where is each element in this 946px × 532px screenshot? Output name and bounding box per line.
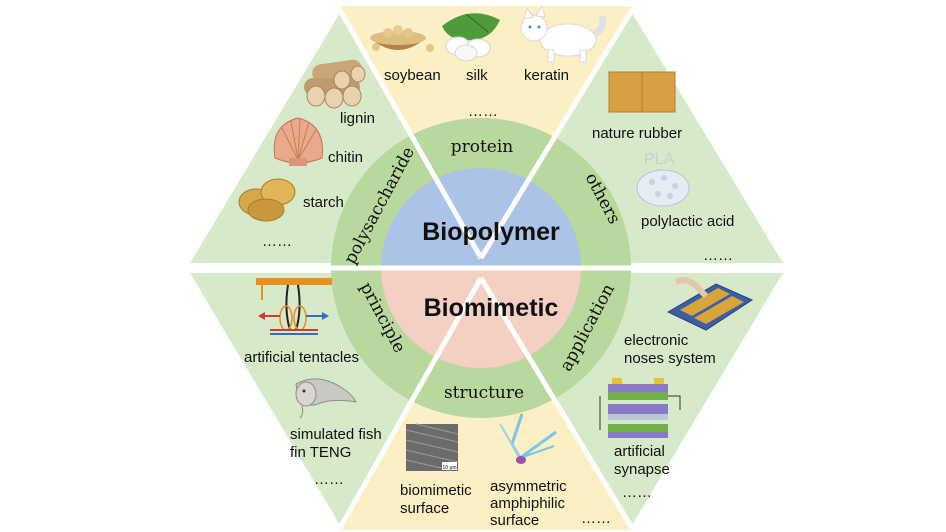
protein-more: …… xyxy=(468,103,498,120)
others-more: …… xyxy=(703,247,733,264)
scale-bar-label: 10 μm xyxy=(443,465,457,471)
ring-label-protein: protein xyxy=(451,137,514,157)
label-silk: silk xyxy=(466,67,488,84)
electronic-nose-icon xyxy=(666,277,754,331)
biomimetic-center xyxy=(381,268,581,368)
pla-pellets-icon xyxy=(636,169,690,207)
ring-label-structure: structure xyxy=(444,383,524,403)
biomimetic-title: Biomimetic xyxy=(424,294,559,322)
label-noses-line2: noses system xyxy=(624,350,716,367)
label-polylactic-acid: polylactic acid xyxy=(641,213,734,230)
label-biomimetic-line2: surface xyxy=(400,500,449,517)
label-biomimetic-line1: biomimetic xyxy=(400,482,472,499)
scallop-shell-icon xyxy=(273,117,323,166)
amphiphilic-surface-icon xyxy=(499,413,557,464)
structure-more: …… xyxy=(581,510,611,527)
dividers xyxy=(186,8,786,530)
silk-cocoon-icon xyxy=(442,13,500,62)
pla-text-label: PLA xyxy=(644,151,675,168)
label-noses-line1: electronic xyxy=(624,332,689,349)
label-chitin: chitin xyxy=(328,149,363,166)
soybean-bowl-icon xyxy=(370,25,434,52)
tentacle-device-icon xyxy=(256,278,332,335)
label-artificial-tentacles: artificial tentacles xyxy=(244,349,359,366)
label-fish-line2: fin TENG xyxy=(290,444,351,461)
label-starch: starch xyxy=(303,194,344,211)
application-more: …… xyxy=(622,484,652,501)
label-asym-line3: surface xyxy=(490,512,539,529)
polysaccharide-more: …… xyxy=(262,233,292,250)
label-fish-line1: simulated fish xyxy=(290,426,382,443)
label-lignin: lignin xyxy=(340,110,375,127)
fish-fin-icon xyxy=(295,378,357,419)
label-synapse-line1: artificial xyxy=(614,443,665,460)
label-synapse-line2: synapse xyxy=(614,461,670,478)
principle-more: …… xyxy=(314,471,344,488)
synapse-stack-icon xyxy=(599,378,681,438)
wood-logs-icon xyxy=(304,59,366,109)
label-nature-rubber: nature rubber xyxy=(592,125,682,142)
label-asym-line1: asymmetric xyxy=(490,478,567,495)
micro-surface-icon: 10 μm xyxy=(405,423,459,471)
potato-icon xyxy=(238,178,296,222)
label-asym-line2: amphiphilic xyxy=(490,495,566,512)
rubber-block-icon xyxy=(608,71,676,113)
white-cat-icon xyxy=(520,4,607,63)
label-soybean: soybean xyxy=(384,67,441,84)
biopolymer-title: Biopolymer xyxy=(422,218,560,246)
biopolymer-center xyxy=(381,168,581,268)
label-keratin: keratin xyxy=(524,67,569,84)
